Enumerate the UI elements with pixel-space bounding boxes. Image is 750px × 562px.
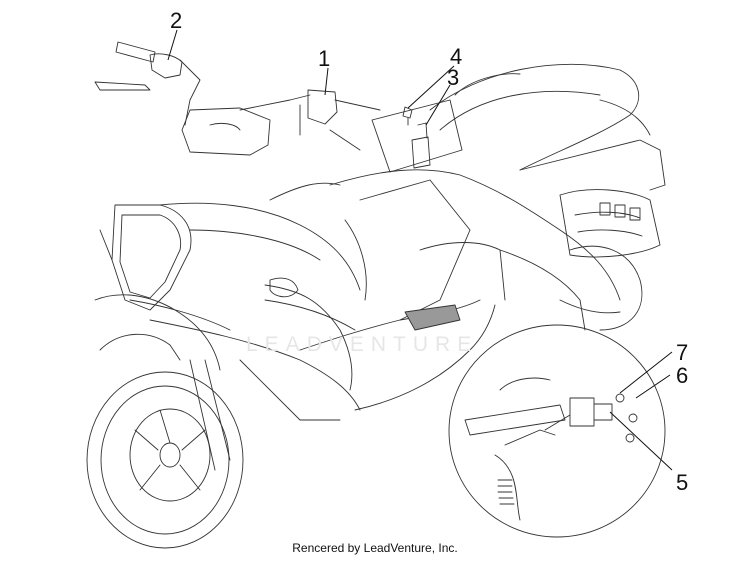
leader-lines	[167, 29, 673, 471]
front-wheel	[86, 333, 244, 549]
callout-2: 2	[170, 8, 182, 33]
callout-5: 5	[676, 470, 688, 495]
callout-4: 4	[450, 44, 462, 69]
handlebar-left	[94, 41, 271, 156]
exhaust	[559, 189, 661, 258]
callout-3: 3	[447, 65, 459, 90]
callout-1: 1	[318, 46, 330, 71]
scooter-body	[129, 169, 621, 421]
rear-wheel	[559, 245, 643, 331]
callout-6: 6	[676, 363, 688, 388]
inset-stand-switch	[448, 324, 666, 538]
floor-grille	[404, 304, 461, 331]
callout-7: 7	[676, 340, 688, 365]
seat-tail	[429, 63, 666, 191]
inset-switch	[371, 99, 463, 173]
watermark: LEADVENTURE	[246, 333, 479, 356]
handlebar-right	[239, 89, 381, 151]
footer-credit: Rencered by LeadVenture, Inc.	[292, 541, 458, 555]
front-fairing	[94, 204, 221, 371]
